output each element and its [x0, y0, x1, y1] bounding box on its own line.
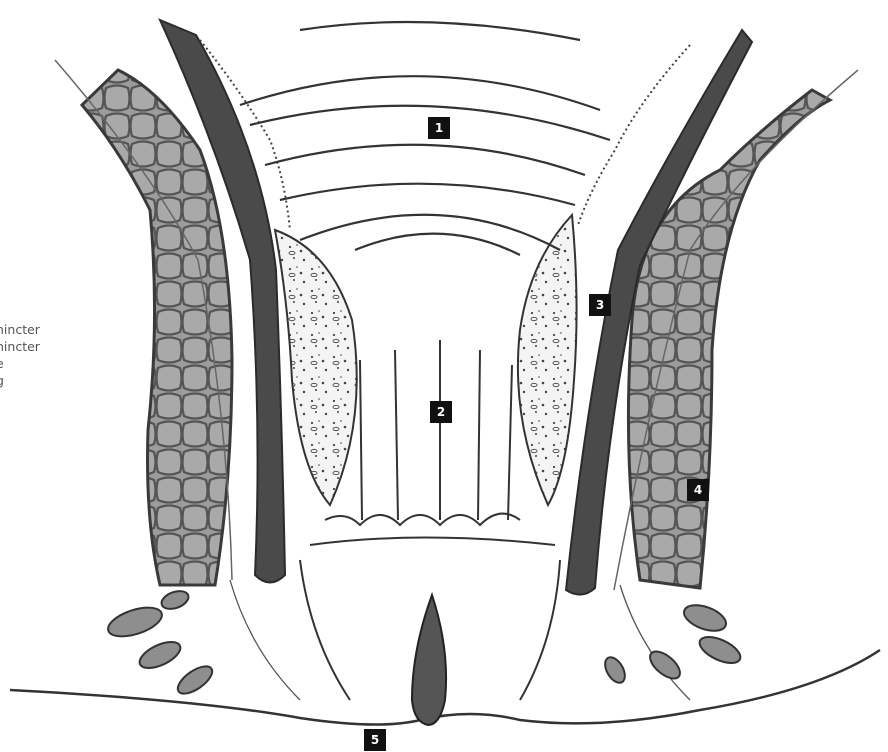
callout-4: 4 — [687, 479, 709, 501]
external-sphincter-right — [628, 90, 830, 588]
callout-2: 2 — [430, 401, 452, 423]
rectal-folds — [240, 22, 610, 255]
legend: hincter hincter e g — [0, 321, 40, 389]
legend-item: hincter — [0, 321, 40, 338]
anal-opening — [412, 595, 446, 725]
connective-tissue-right — [518, 215, 577, 505]
legend-item: e — [0, 355, 40, 372]
callout-5: 5 — [364, 729, 386, 751]
connective-tissue-left — [275, 230, 357, 505]
legend-item: g — [0, 372, 40, 389]
callout-1: 1 — [428, 117, 450, 139]
legend-item: hincter — [0, 338, 40, 355]
callout-3: 3 — [589, 294, 611, 316]
